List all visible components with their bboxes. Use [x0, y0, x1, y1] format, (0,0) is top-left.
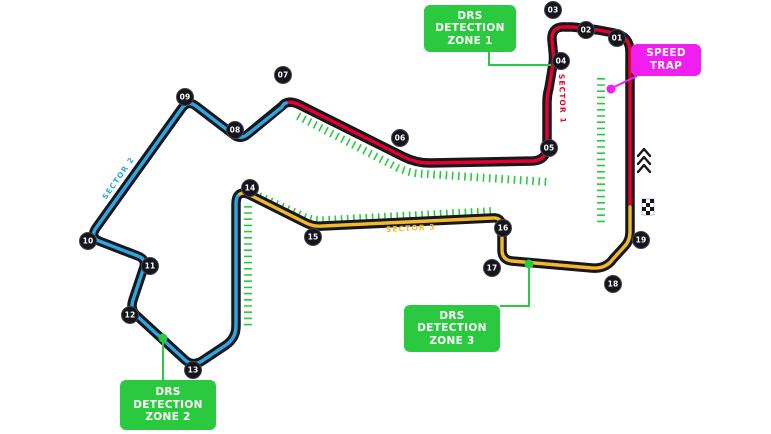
svg-text:09: 09: [180, 93, 191, 102]
corner-marker-19: 19: [632, 231, 650, 249]
sector-3-label: Sector 3: [386, 222, 436, 234]
svg-text:07: 07: [278, 71, 289, 80]
drs-detection-zone-1-label: DRS DETECTION ZONE 1: [435, 9, 505, 47]
corner-marker-02: 02: [577, 21, 595, 39]
chevrons-up-icon: [636, 147, 652, 174]
sector-1-label: Sector 1: [557, 74, 568, 124]
drs-zone-3-marker-dot: [524, 259, 534, 269]
drs-zone-2-marker-dot: [158, 333, 168, 343]
svg-text:19: 19: [636, 236, 647, 245]
svg-text:17: 17: [487, 264, 498, 273]
svg-text:15: 15: [308, 233, 319, 242]
svg-text:12: 12: [125, 311, 136, 320]
svg-text:18: 18: [608, 280, 619, 289]
speed-trap-label: SPEED TRAP: [646, 47, 686, 72]
drs-detection-zone-2-callout: DRS DETECTION ZONE 2: [120, 380, 216, 430]
corner-marker-04: 04: [552, 52, 570, 70]
corner-marker-14: 14: [241, 179, 259, 197]
corner-marker-11: 11: [141, 257, 159, 275]
corner-marker-18: 18: [604, 275, 622, 293]
sector-2-line: [91, 101, 288, 366]
corner-marker-10: 10: [79, 232, 97, 250]
corner-marker-12: 12: [121, 306, 139, 324]
speed-trap-marker-dot: [606, 84, 616, 94]
svg-text:10: 10: [83, 237, 94, 246]
corner-marker-03: 03: [544, 1, 562, 19]
svg-text:08: 08: [230, 126, 241, 135]
drs-detection-zone-2-label: DRS DETECTION ZONE 2: [133, 386, 203, 424]
svg-text:13: 13: [188, 366, 199, 375]
corner-marker-13: 13: [184, 361, 202, 379]
svg-text:04: 04: [556, 57, 567, 66]
corner-marker-05: 05: [540, 139, 558, 157]
sector-3-line: [238, 191, 632, 270]
svg-text:05: 05: [544, 144, 555, 153]
drs-detection-zone-3-label: DRS DETECTION ZONE 3: [417, 309, 487, 347]
drs-detection-zone-3-callout: DRS DETECTION ZONE 3: [404, 305, 500, 352]
speed-trap-connector-line: [611, 75, 638, 89]
svg-text:02: 02: [581, 26, 592, 35]
corner-marker-08: 08: [226, 121, 244, 139]
corner-marker-06: 06: [391, 129, 409, 147]
corner-marker-07: 07: [274, 66, 292, 84]
drs-hatch-sector3-straight: [257, 192, 495, 225]
corner-marker-09: 09: [176, 88, 194, 106]
corner-marker-16: 16: [494, 219, 512, 237]
svg-text:03: 03: [548, 6, 559, 15]
corner-marker-17: 17: [483, 259, 501, 277]
drs-zone-3-connector-line: [500, 266, 530, 307]
svg-text:11: 11: [145, 262, 156, 271]
svg-text:06: 06: [395, 134, 406, 143]
svg-text:14: 14: [245, 184, 256, 193]
drs-hatch-upper-diagonal: [296, 112, 550, 186]
svg-text:01: 01: [612, 34, 623, 43]
checkered-flag-icon: [641, 198, 655, 216]
svg-text:16: 16: [498, 224, 509, 233]
drs-zone-1-connector-line: [488, 52, 551, 66]
corner-marker-15: 15: [304, 228, 322, 246]
drs-detection-zone-1-callout: DRS DETECTION ZONE 1: [424, 5, 516, 52]
corner-marker-01: 01: [608, 29, 626, 47]
speed-trap-callout: SPEED TRAP: [631, 44, 701, 76]
